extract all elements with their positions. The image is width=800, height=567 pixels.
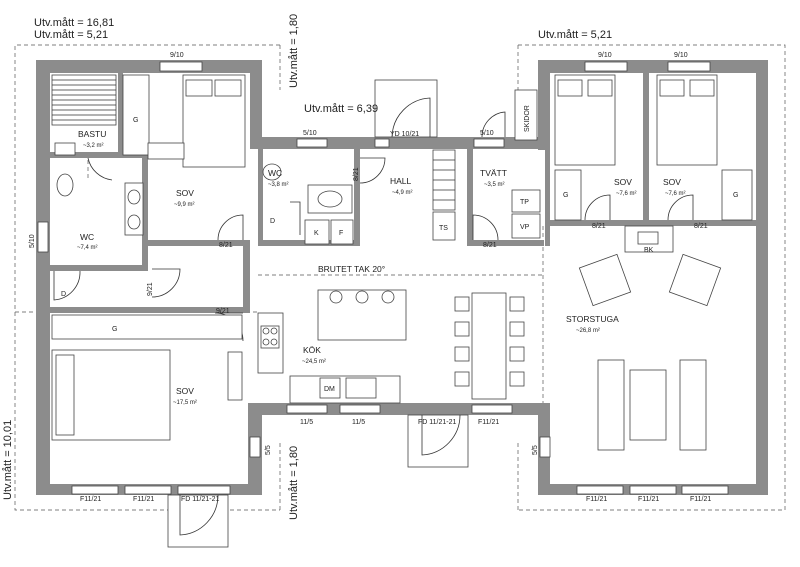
room-sov-r1-name: SOV: [614, 177, 632, 187]
label-fd-center: FD 11/21-21: [418, 419, 456, 426]
label-w-sov-r1: 9/10: [598, 52, 612, 59]
room-wc-left-area: ~7,4 m²: [77, 245, 98, 251]
label-w-wc-center: 5/10: [303, 130, 317, 137]
label-d-wc-center: 8/21: [353, 167, 360, 181]
window-kok-1: [286, 404, 328, 414]
room-tvatt-area: ~3,5 m²: [484, 182, 505, 188]
label-k: K: [314, 230, 319, 237]
label-ts: TS: [439, 225, 448, 232]
right-depth-label: Utv.mått = 5,21: [538, 29, 612, 41]
room-tvatt-name: TVÄTT: [480, 168, 507, 178]
room-kok-name: KÖK: [303, 345, 321, 355]
label-w-store-2: F11/21: [638, 496, 659, 503]
label-w-store-side: 5/5: [532, 445, 539, 455]
window-sov-top: [159, 61, 203, 72]
label-tp: TP: [520, 199, 529, 206]
top-offset-label: Utv.mått = 1,80: [288, 14, 300, 88]
label-g-sov-r2: G: [733, 192, 738, 199]
side-depth-label: Utv.mått = 10,01: [2, 420, 14, 500]
fixture-labels: SKIDOR G D D K F TS TP VP G G BK DM G: [61, 105, 738, 393]
room-sov-master-name: SOV: [176, 386, 194, 396]
window-kok-2: [339, 404, 381, 414]
label-w-wc-left: 5/10: [29, 234, 36, 248]
room-wc-center-area: ~3,8 m²: [268, 182, 289, 188]
label-d-wc-center-closet: D: [270, 218, 275, 225]
window-master-1: [71, 485, 119, 495]
furniture: [51, 74, 753, 451]
window-wc-left: [37, 221, 49, 253]
room-sov-top-name: SOV: [176, 188, 194, 198]
room-storstuga-name: STORSTUGA: [566, 314, 619, 324]
label-bk: BK: [644, 247, 654, 254]
window-master-2: [124, 485, 172, 495]
window-sov-r2: [667, 61, 711, 72]
room-labels: BASTU ~3,2 m² WC ~7,4 m² SOV ~9,9 m² WC …: [77, 129, 686, 406]
window-wc-center: [296, 138, 328, 148]
label-w-master-2: F11/21: [133, 496, 154, 503]
sauna-bench: [51, 74, 117, 126]
label-yd: YD 10/21: [390, 131, 419, 138]
window-store-side: [539, 436, 551, 458]
label-w-store-3: F11/21: [690, 496, 711, 503]
label-w-master-side: 5/5: [265, 445, 272, 455]
opening-labels: YD 10/21 FD 11/21-21 FD 11/21-21 8/21 8/…: [29, 52, 711, 503]
window-sov-r1: [584, 61, 628, 72]
bottom-offset-label: Utv.mått = 1,80: [288, 446, 300, 520]
room-sov-r1-area: ~7,6 m²: [616, 191, 637, 197]
label-w-kok-1: 11/5: [300, 419, 313, 426]
window-master-3: [177, 485, 231, 495]
room-hall-area: ~4,9 m²: [392, 190, 413, 196]
left-depth-label: Utv.mått = 5,21: [34, 29, 108, 41]
ceiling-note: BRUTET TAK 20°: [318, 264, 385, 274]
window-yd-left: [374, 138, 390, 148]
label-w-tvatt: 5/10: [480, 130, 494, 137]
window-store-2: [629, 485, 677, 495]
room-bastu-name: BASTU: [78, 129, 106, 139]
center-width-label: Utv.mått = 6,39: [304, 103, 378, 115]
label-w-sov-top: 9/10: [170, 52, 184, 59]
room-sov-r2-name: SOV: [663, 177, 681, 187]
window-tvatt: [473, 138, 505, 148]
windows: [37, 61, 729, 495]
label-d-wc-left: 9/21: [147, 282, 154, 296]
window-kok-3: [471, 404, 513, 414]
label-w-kok-2: 11/5: [352, 419, 365, 426]
label-dm: DM: [324, 386, 335, 393]
label-d-tvatt: 8/21: [483, 242, 497, 249]
label-vp: VP: [520, 224, 530, 231]
room-wc-center-name: WC: [268, 168, 282, 178]
label-d-wc-left-closet: D: [61, 291, 66, 298]
label-d-sov-r2: 8/21: [694, 223, 708, 230]
label-w-kok-3: F11/21: [478, 419, 499, 426]
room-sov-r2-area: ~7,6 m²: [665, 191, 686, 197]
interior-walls: [50, 73, 757, 313]
window-master-side: [249, 436, 261, 458]
label-w-sov-r2: 9/10: [674, 52, 688, 59]
label-d-sov-master: 9/21: [216, 308, 230, 315]
window-store-3: [681, 485, 729, 495]
room-sov-master-area: ~17,5 m²: [173, 400, 197, 406]
label-g-sov-top: G: [133, 117, 138, 124]
room-wc-left-name: WC: [80, 232, 94, 242]
room-storstuga-area: ~26,8 m²: [576, 328, 600, 334]
label-fd-bottom-left: FD 11/21-21: [181, 496, 219, 503]
label-f: F: [339, 230, 343, 237]
label-skidor: SKIDOR: [524, 105, 531, 132]
window-store-1: [576, 485, 624, 495]
total-width-label: Utv.mått = 16,81: [34, 17, 114, 29]
room-sov-top-area: ~9,9 m²: [174, 202, 195, 208]
label-w-store-1: F11/21: [586, 496, 607, 503]
room-hall-name: HALL: [390, 176, 412, 186]
label-d-sov-r1: 8/21: [592, 223, 606, 230]
label-g-master: G: [112, 326, 117, 333]
dimension-labels: Utv.mått = 16,81 Utv.mått = 5,21 Utv.måt…: [2, 14, 612, 520]
label-w-master-1: F11/21: [80, 496, 101, 503]
label-d-sov-top: 8/21: [219, 242, 233, 249]
room-bastu-area: ~3,2 m²: [83, 143, 104, 149]
room-kok-area: ~24,5 m²: [302, 359, 326, 365]
label-g-sov-r1: G: [563, 192, 568, 199]
